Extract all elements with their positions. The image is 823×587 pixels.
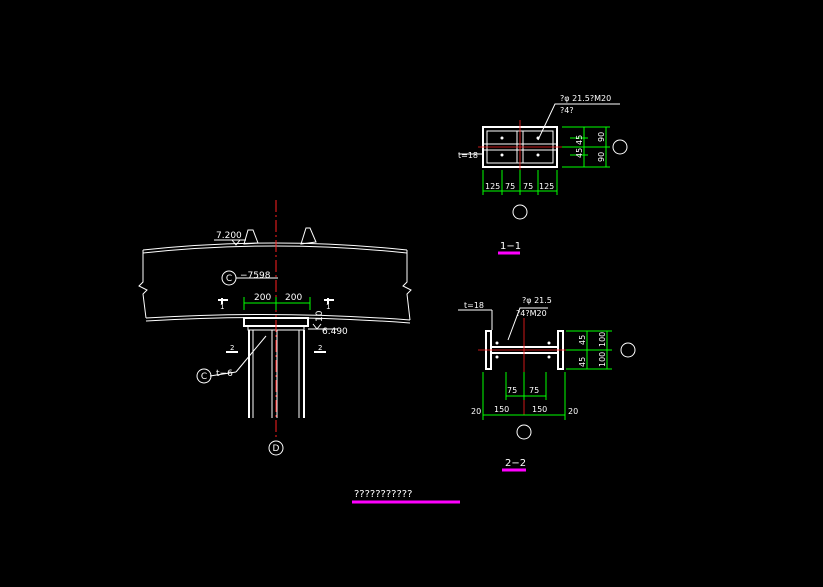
section-2-dim-i1: 75 (529, 386, 539, 395)
section-2-dim-i0: 75 (507, 386, 517, 395)
section-1-dim-b0: 125 (485, 182, 500, 191)
axis-bubble-c2 (196, 368, 212, 384)
section-2-dim-ri0: 45 (578, 335, 587, 345)
beam-bottom-edge (145, 313, 411, 321)
section-2-bolt-note-1: ?φ 21.5 (522, 296, 552, 305)
section-2-bolts (495, 341, 551, 359)
section-1-dims (482, 126, 610, 195)
section-2-title: 2−2 (505, 458, 526, 469)
section-1-title: 1−1 (500, 241, 521, 252)
section-2-dim-ri1: 45 (578, 357, 587, 367)
section-1-dim-b2: 75 (523, 182, 533, 191)
section-2-dim-ro0: 100 (598, 332, 607, 347)
section-2-2: t=18 ?φ 21.5 ?4?M20 75 75 150 150 20 20 … (458, 296, 636, 472)
section-2-leader-bolt (507, 307, 548, 341)
elevation-mark-bottom (308, 323, 338, 330)
beam-top-edge (142, 242, 408, 251)
axis-d-label: D (273, 444, 280, 454)
section-1-1: t=18 ?φ 21.5?M20 ?4? 125 75 75 125 45 45… (458, 94, 628, 255)
dim-main-left: 200 (254, 293, 271, 303)
elevation-top-label: 7.200 (216, 231, 242, 241)
section-mark-1-left (218, 298, 228, 304)
leader-stiffener-2 (235, 335, 267, 373)
section-2-dim-e1: 20 (568, 407, 578, 416)
stiffener-label: t−6 (216, 369, 233, 379)
section-1-dim-ro0: 90 (597, 132, 606, 142)
section-1-axis-bubble-bottom (512, 204, 528, 220)
section-2-dims (482, 330, 612, 420)
axis-bubble-d (268, 440, 284, 456)
section-1-dim-ro1: 90 (597, 152, 606, 162)
main-dimension (243, 297, 311, 310)
break-line-right (402, 250, 412, 321)
axis-bubble-c1 (221, 270, 237, 286)
section-1-dim-b3: 125 (539, 182, 554, 191)
section-2-dim-ro1: 100 (598, 352, 607, 367)
axis-c2-label: C (201, 372, 207, 382)
purlin-left (243, 229, 259, 245)
section-mark-1-right (324, 298, 334, 304)
section-2-dim-o1: 150 (532, 405, 547, 414)
section-2-axis-bubble-right (620, 342, 636, 358)
section-1-leader-bolt (537, 103, 620, 141)
break-line-left (138, 250, 148, 319)
purlin-right (300, 227, 317, 245)
section-1-dim-b1: 75 (505, 182, 515, 191)
section-1-bolt-note-2: ?4? (560, 106, 574, 115)
gap-label: 10 (315, 310, 325, 322)
section-1-bolts (500, 136, 540, 157)
axis-c1-label: C (226, 274, 232, 284)
section-mark-1a: 1 (220, 303, 224, 311)
section-2-dim-o0: 150 (494, 405, 509, 414)
section-1-dim-ri1: 45 (575, 148, 584, 158)
dim-main-right: 200 (285, 293, 302, 303)
section-1-bolt-note-1: ?φ 21.5?M20 (560, 94, 611, 103)
section-2-dim-e0: 20 (471, 407, 481, 416)
section-1-axis-bubble-right (612, 139, 628, 155)
leader-stiffener (209, 371, 237, 377)
elevation-mark-top (214, 239, 246, 246)
section-2-bolt-note-2: ?4?M20 (516, 309, 547, 318)
beam-top-edge-inner (142, 245, 408, 254)
drawing-title: ??????????? (354, 489, 412, 500)
section-2-axis-bubble-bottom (516, 424, 532, 440)
section-mark-1b: 1 (326, 303, 330, 311)
section-2-plate-label: t=18 (464, 301, 484, 310)
section-1-dim-ri0: 45 (575, 135, 584, 145)
plate-beam-label: −7598 (240, 271, 271, 281)
beam-column-elevation (138, 227, 412, 418)
elevation-bottom-label: 6.490 (322, 327, 348, 337)
section-mark-2a: 2 (230, 344, 234, 352)
section-mark-2b: 2 (318, 344, 322, 352)
section-1-plate-label: t=18 (458, 151, 478, 160)
